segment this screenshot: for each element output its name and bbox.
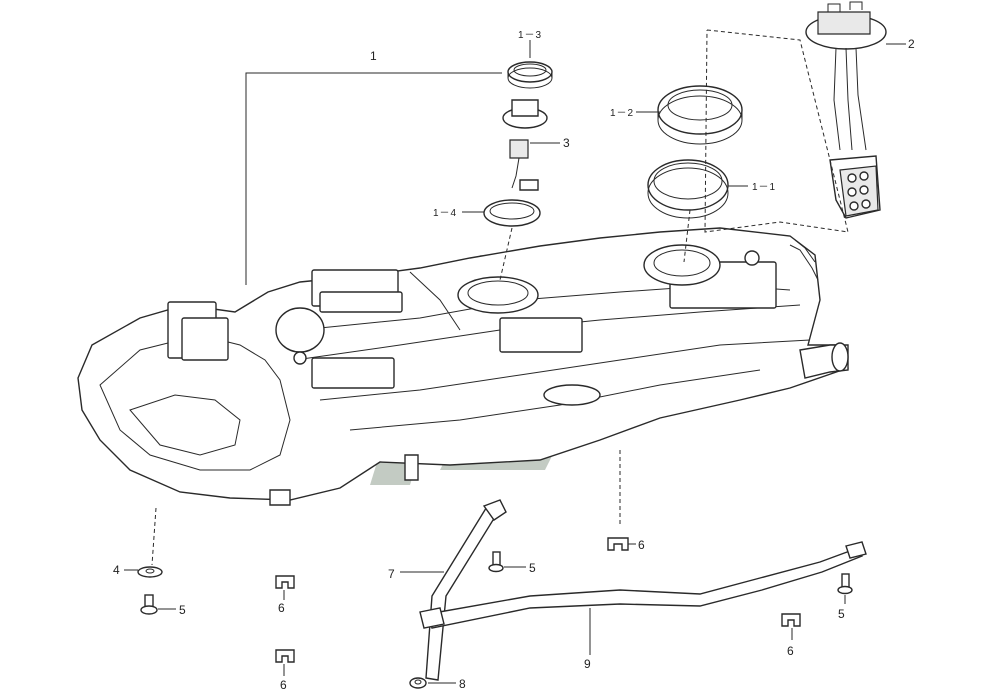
callout-5-center: 5 xyxy=(529,561,536,575)
callout-4: 4 xyxy=(113,563,120,577)
tank-strap-rear xyxy=(419,541,867,629)
lock-ring-small xyxy=(507,61,553,89)
clip-1 xyxy=(275,575,295,589)
callout-1-1: 1－1 xyxy=(752,182,776,193)
callout-1: 1 xyxy=(370,49,377,63)
gasket-large xyxy=(647,159,729,219)
bolt-right xyxy=(837,573,853,595)
callout-1-leader xyxy=(245,72,502,285)
callout-6-3: 6 xyxy=(638,538,645,552)
fuel-tank xyxy=(77,227,849,506)
clip-4 xyxy=(781,613,801,627)
clip-3 xyxy=(607,537,629,551)
callout-1-3: 1－3 xyxy=(518,30,542,41)
callout-2: 2 xyxy=(908,37,915,51)
gasket-small xyxy=(483,199,541,227)
callout-5-left: 5 xyxy=(179,603,186,617)
callout-1-4: 1－4 xyxy=(433,208,457,219)
fuel-pump-module xyxy=(805,1,887,219)
clip-2 xyxy=(275,649,295,663)
callout-6-2: 6 xyxy=(280,678,287,692)
washer xyxy=(137,566,163,578)
callout-1-2: 1－2 xyxy=(610,108,634,119)
lock-ring-large xyxy=(657,85,743,145)
bolt-left xyxy=(140,594,158,615)
callout-7: 7 xyxy=(388,567,395,581)
callout-3: 3 xyxy=(563,136,570,150)
tank-strap-front xyxy=(425,499,507,681)
callout-9: 9 xyxy=(584,657,591,671)
callout-6-4: 6 xyxy=(787,644,794,658)
fuel-level-sender xyxy=(502,99,548,191)
callout-8: 8 xyxy=(459,677,466,691)
bolt-center xyxy=(488,551,504,573)
callout-5-right: 5 xyxy=(838,607,845,621)
callout-6-1: 6 xyxy=(278,601,285,615)
nut xyxy=(409,677,427,689)
